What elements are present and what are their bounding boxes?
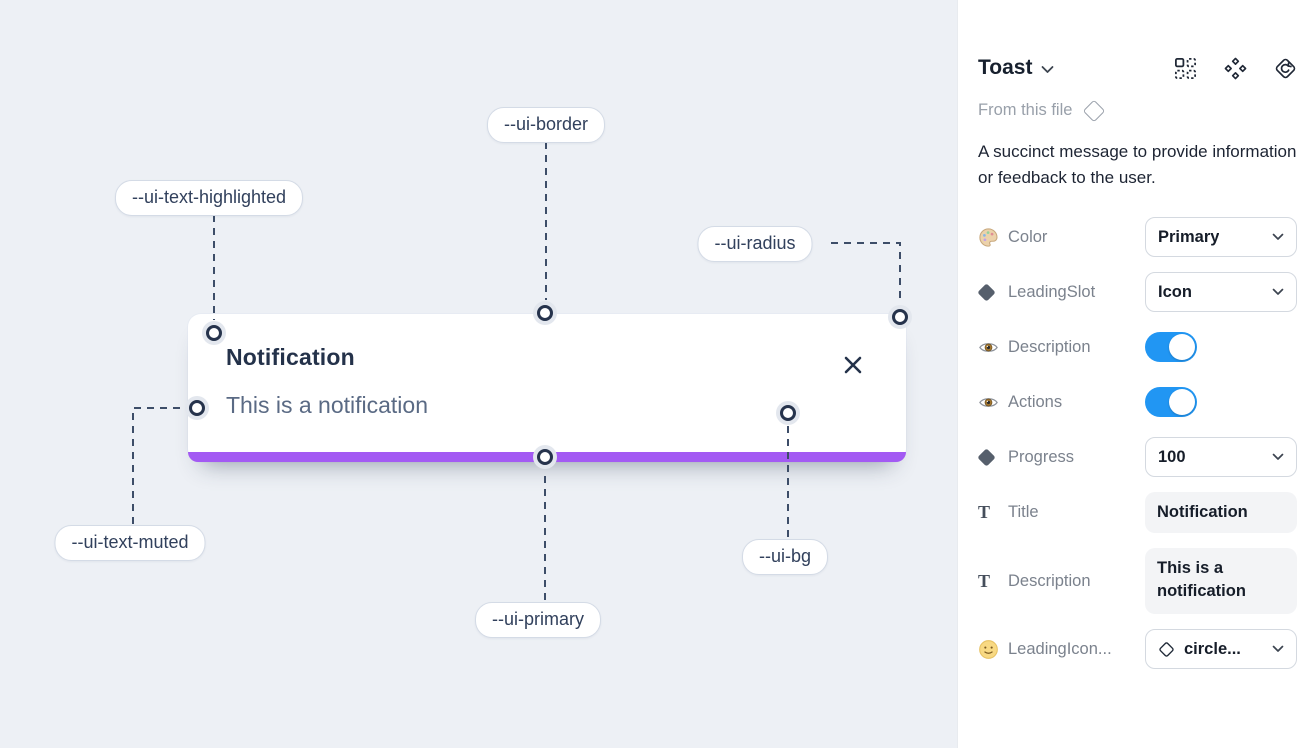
text-icon: T — [978, 502, 991, 523]
chevron-down-icon — [1272, 645, 1284, 652]
text-icon: T — [978, 570, 991, 591]
property-row-leadingicon: LeadingIcon... circle... — [978, 629, 1297, 670]
smiley-icon — [978, 639, 1008, 660]
header-icons — [1174, 57, 1297, 80]
annotation-ui-bg[interactable]: --ui-bg — [741, 539, 829, 575]
property-row-description-text: T Description This is a notification — [978, 548, 1297, 615]
connector-dot-primary[interactable] — [537, 449, 553, 465]
annotation-ui-radius[interactable]: --ui-radius — [697, 226, 813, 262]
property-row-actions-toggle: Actions — [978, 382, 1297, 422]
property-label-description-text: Description — [1008, 571, 1091, 590]
annotation-ui-primary[interactable]: --ui-primary — [475, 602, 601, 638]
property-label-actions: Actions — [1008, 392, 1063, 411]
actions-toggle[interactable] — [1145, 387, 1197, 417]
close-icon[interactable] — [842, 354, 864, 376]
toast-description: This is a notification — [226, 392, 428, 418]
variants-grid-icon[interactable] — [1174, 57, 1197, 80]
leadingicon-select[interactable]: circle... — [1145, 629, 1297, 670]
component-name[interactable]: Toast — [978, 56, 1033, 79]
connector-dot-border[interactable] — [537, 305, 553, 321]
property-rows: Color Primary LeadingSlot Icon — [977, 217, 1297, 670]
diamond-outline-icon — [1159, 641, 1174, 657]
property-row-progress: Progress 100 — [977, 437, 1297, 477]
property-row-description-toggle: Description — [978, 327, 1297, 367]
progress-select[interactable]: 100 — [1145, 437, 1297, 477]
property-row-leadingslot: LeadingSlot Icon — [977, 272, 1297, 312]
leadingslot-select[interactable]: Icon — [1145, 272, 1297, 312]
description-field[interactable]: This is a notification — [1145, 548, 1297, 615]
connector-dot-bg[interactable] — [780, 405, 796, 421]
description-toggle[interactable] — [1145, 332, 1197, 362]
diamond-icon — [977, 447, 1008, 467]
toast-component-preview[interactable]: Notification This is a notification — [188, 314, 906, 462]
diamond-outline-icon — [1083, 99, 1106, 122]
property-row-title: T Title Notification — [978, 492, 1297, 534]
properties-panel: Toast — [957, 0, 1312, 748]
property-label-description: Description — [1008, 337, 1091, 356]
component-icon[interactable] — [1224, 57, 1247, 80]
chevron-down-icon — [1272, 288, 1284, 295]
canvas: Notification This is a notification --ui… — [0, 0, 957, 748]
property-label-leadingicon: LeadingIcon... — [1008, 639, 1112, 658]
eye-icon — [978, 337, 1008, 358]
property-label-color: Color — [1008, 227, 1048, 246]
annotation-ui-text-highlighted[interactable]: --ui-text-highlighted — [114, 180, 304, 216]
connector-dot-text-muted[interactable] — [189, 400, 205, 416]
palette-icon — [978, 227, 1008, 248]
toast-title: Notification — [226, 344, 355, 370]
title-field[interactable]: Notification — [1145, 492, 1297, 534]
chevron-down-icon — [1272, 453, 1284, 460]
component-description: A succinct message to provide informatio… — [978, 142, 1297, 187]
source-label: From this file — [978, 101, 1073, 119]
chevron-down-icon[interactable] — [1041, 65, 1054, 74]
annotation-ui-border[interactable]: --ui-border — [486, 107, 606, 143]
eye-icon — [978, 392, 1008, 413]
source-row: From this file — [978, 99, 1297, 122]
property-label-title: Title — [1008, 503, 1039, 522]
connector-dot-text-highlighted[interactable] — [206, 325, 222, 341]
property-label-leadingslot: LeadingSlot — [1008, 282, 1096, 301]
panel-header: Toast — [978, 56, 1297, 80]
annotation-ui-text-muted[interactable]: --ui-text-muted — [54, 525, 206, 561]
property-label-progress: Progress — [1008, 447, 1075, 466]
color-select[interactable]: Primary — [1145, 217, 1297, 257]
diamond-icon — [977, 282, 1008, 302]
property-row-color: Color Primary — [978, 217, 1297, 257]
swap-instance-icon[interactable] — [1274, 57, 1297, 80]
connector-dot-radius[interactable] — [892, 309, 908, 325]
chevron-down-icon — [1272, 233, 1284, 240]
